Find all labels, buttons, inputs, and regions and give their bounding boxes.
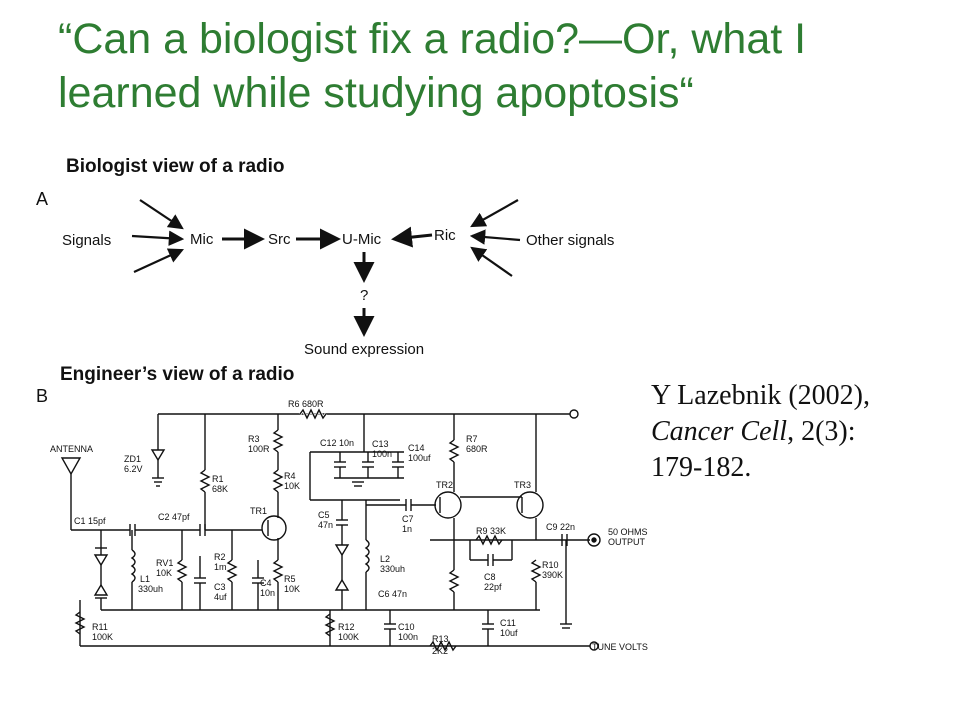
- node-src: Src: [268, 231, 291, 248]
- panel-b-letter: B: [36, 386, 49, 406]
- label-c4-name: C4: [260, 578, 272, 588]
- label-r13-name: R13: [432, 634, 449, 644]
- label-r1-value: 68K: [212, 484, 228, 494]
- panel-b-caption: Engineer’s view of a radio: [60, 364, 295, 385]
- label-r1-name: R1: [212, 474, 224, 484]
- schematic-wires: [60, 406, 601, 652]
- label-zd1-value: 6.2V: [124, 464, 143, 474]
- citation-journal-line: Cancer Cell, 2(3):: [651, 414, 951, 450]
- label-c13-name: C13: [372, 439, 389, 449]
- panel-a-letter: A: [36, 189, 49, 209]
- label-zd1-name: ZD1: [124, 454, 141, 464]
- label-c8-name: C8: [484, 572, 496, 582]
- label-c7-value: 1n: [402, 524, 412, 534]
- signal-arrow-2: [131, 230, 185, 246]
- label-l2-value: 330uh: [380, 564, 405, 574]
- label-r13-value: 2K2: [432, 646, 448, 656]
- label-r5-value: 10K: [284, 584, 300, 594]
- citation-pages: 179-182.: [651, 452, 752, 483]
- label-r6: R6 680R: [288, 399, 324, 409]
- other-signal-arrow-3: [470, 246, 513, 277]
- label-r7-value: 680R: [466, 444, 488, 454]
- label-l1-value: 330uh: [138, 584, 163, 594]
- label-c7-name: C7: [402, 514, 414, 524]
- label-r10-value: 390K: [542, 570, 563, 580]
- label-output: OUTPUT: [608, 537, 646, 547]
- node-other-signals: Other signals: [526, 232, 614, 249]
- signal-arrow-1: [139, 199, 184, 230]
- label-c10-name: C10: [398, 622, 415, 632]
- label-c5-name: C5: [318, 510, 330, 520]
- label-c12: C12 10n: [320, 438, 354, 448]
- slide-title: “Can a biologist fix a radio?—Or, what I…: [58, 15, 807, 117]
- ric-to-umic-arrow: [391, 226, 433, 248]
- label-r12-value: 100K: [338, 632, 359, 642]
- signal-arrow-3: [133, 248, 184, 273]
- label-r4-value: 10K: [284, 481, 300, 491]
- label-r12-name: R12: [338, 622, 355, 632]
- node-signals: Signals: [62, 232, 111, 249]
- label-c11-name: C11: [500, 618, 516, 628]
- label-r3-name: R3: [248, 434, 260, 444]
- label-tune-volts: TUNE VOLTS: [592, 642, 648, 652]
- label-r11-name: R11: [92, 622, 108, 632]
- label-c1: C1 15pf: [74, 516, 106, 526]
- panel-a-caption: Biologist view of a radio: [66, 156, 285, 177]
- label-r3-value: 100R: [248, 444, 270, 454]
- label-c4-value: 10n: [260, 588, 275, 598]
- label-c9: C9 22n: [546, 522, 575, 532]
- citation-authors-year: Y Lazebnik (2002),: [651, 380, 870, 411]
- node-umic: U-Mic: [342, 231, 382, 248]
- citation-volume-issue: , 2(3):: [787, 416, 856, 447]
- citation: Y Lazebnik (2002), Cancer Cell, 2(3): 17…: [651, 378, 951, 486]
- label-l1-name: L1: [140, 574, 150, 584]
- label-r7-name: R7: [466, 434, 478, 444]
- node-mic: Mic: [190, 231, 214, 248]
- node-unknown: ?: [360, 287, 368, 304]
- label-output-impedance: 50 OHMS: [608, 527, 648, 537]
- label-r11-value: 100K: [92, 632, 113, 642]
- label-r2-name: R2: [214, 552, 226, 562]
- label-c2: C2 47pf: [158, 512, 190, 522]
- label-r5-name: R5: [284, 574, 296, 584]
- label-c11-value: 10uf: [500, 628, 518, 638]
- label-r2-value: 1m: [214, 562, 227, 572]
- label-c3-value: 4uf: [214, 592, 227, 602]
- label-antenna: ANTENNA: [50, 444, 93, 454]
- label-r9: R9 33K: [476, 526, 506, 536]
- citation-journal: Cancer Cell: [651, 416, 788, 447]
- label-tr3: TR3: [514, 480, 531, 490]
- label-rv1-value: 10K: [156, 568, 172, 578]
- label-l2-name: L2: [380, 554, 390, 564]
- label-tr2: TR2: [436, 480, 453, 490]
- other-signal-arrow-2: [469, 229, 521, 245]
- label-tr1: TR1: [250, 506, 267, 516]
- label-r4-name: R4: [284, 471, 296, 481]
- label-c6: C6 47n: [378, 589, 407, 599]
- label-c5-value: 47n: [318, 520, 333, 530]
- node-ric: Ric: [434, 227, 456, 244]
- label-c13-value: 100n: [372, 449, 392, 459]
- label-c10-value: 100n: [398, 632, 418, 642]
- other-signal-arrow-1: [470, 199, 519, 228]
- label-c3-name: C3: [214, 582, 226, 592]
- label-r10-name: R10: [542, 560, 559, 570]
- node-sound-expression: Sound expression: [304, 341, 424, 358]
- label-c14-name: C14: [408, 443, 425, 453]
- label-rv1-name: RV1: [156, 558, 173, 568]
- label-c14-value: 100uf: [408, 453, 431, 463]
- label-c8-value: 22pf: [484, 582, 502, 592]
- component-labels: R6 680R ANTENNA ZD1 6.2V R3 100R C12 10n…: [50, 399, 648, 656]
